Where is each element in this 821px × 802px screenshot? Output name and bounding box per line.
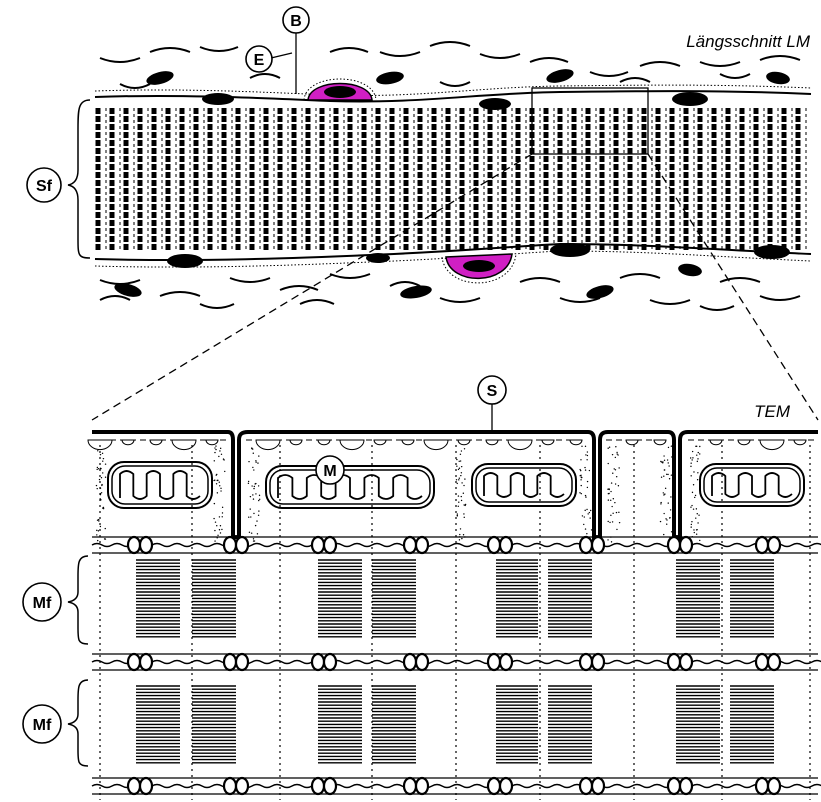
svg-text:Mf: Mf: [33, 595, 52, 612]
brace-Mf-top: [68, 556, 88, 644]
lm-longitudinal-section: [68, 27, 811, 310]
brace-Mf-bottom: [68, 680, 88, 766]
mitochondria: [108, 462, 804, 508]
svg-text:Sf: Sf: [36, 178, 53, 195]
svg-text:M: M: [323, 463, 336, 480]
label-Sf: Sf: [27, 168, 61, 202]
pointer-E: [271, 53, 292, 58]
connective-tissue-bottom: [100, 274, 800, 310]
svg-text:E: E: [254, 52, 265, 69]
capillary-top: [304, 79, 376, 100]
tem-section: TEM: [68, 402, 821, 800]
title-lm: Längsschnitt LM: [686, 32, 811, 51]
cross-striations: [98, 108, 806, 250]
svg-text:S: S: [487, 383, 498, 400]
brace-Sf: [68, 100, 90, 258]
label-Mf-top: Mf: [23, 583, 61, 621]
label-M: M: [316, 456, 344, 484]
label-S: S: [478, 376, 506, 404]
svg-text:Mf: Mf: [33, 717, 52, 734]
capillary-bottom: [442, 254, 516, 283]
svg-text:B: B: [290, 13, 302, 30]
label-Mf-bottom: Mf: [23, 705, 61, 743]
label-B: B: [283, 7, 309, 33]
title-tem: TEM: [754, 402, 791, 421]
subsarcolemmal-caveolae: [88, 440, 806, 450]
label-E: E: [246, 46, 272, 72]
projection-lines: [92, 154, 818, 420]
